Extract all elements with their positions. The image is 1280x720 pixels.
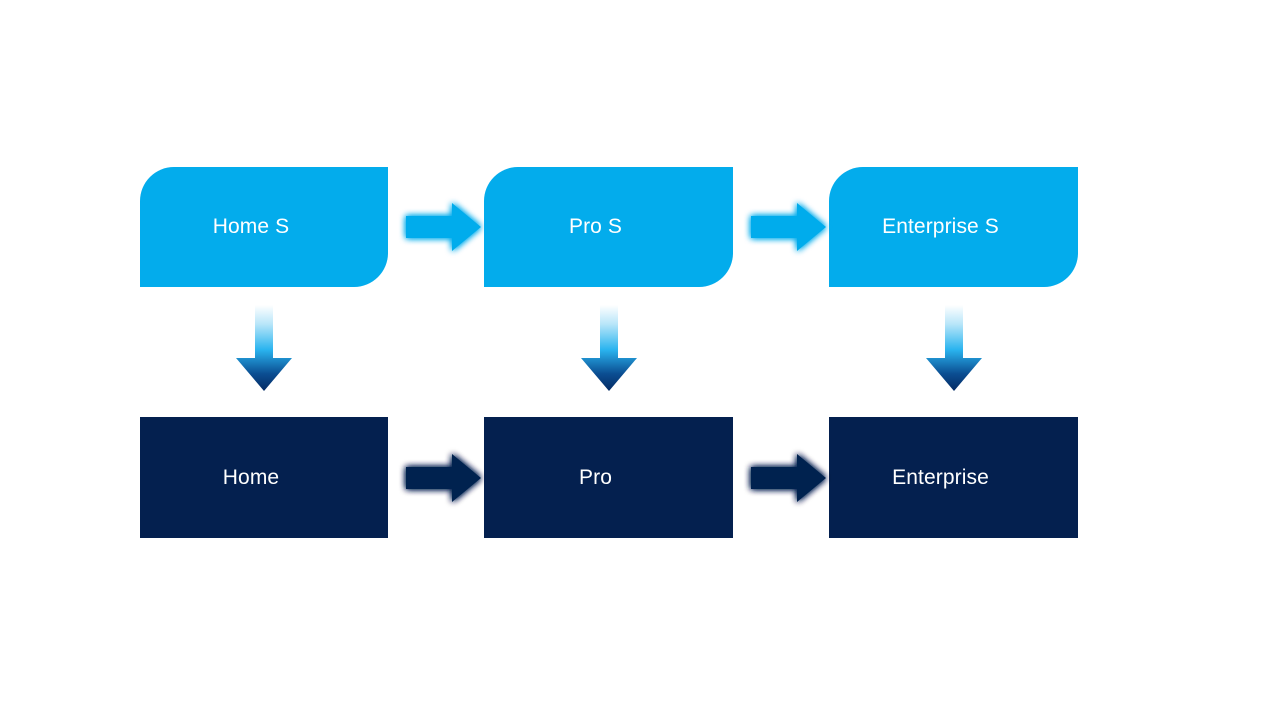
node-enterprise-s[interactable]: Enterprise S [829, 167, 1078, 287]
node-pro-s-label: Pro S [568, 215, 623, 239]
node-pro-label: Pro [579, 465, 612, 489]
arrow-down-enterprise-s-to-enterprise-icon [926, 305, 982, 391]
arrow-right-pro-to-enterprise-icon [751, 452, 826, 504]
arrow-right-home-s-to-pro-s-icon [406, 201, 481, 253]
arrow-down-home-s-to-home-icon [236, 305, 292, 391]
node-home-label: Home [222, 465, 280, 489]
arrow-right-pro-s-to-enterprise-s-icon [751, 201, 826, 253]
node-home-s[interactable]: Home S [140, 167, 388, 287]
node-enterprise-s-label: Enterprise S [882, 215, 999, 239]
node-home[interactable]: Home [140, 417, 388, 538]
node-enterprise[interactable]: Enterprise [829, 417, 1078, 538]
arrow-right-home-to-pro-icon [406, 452, 481, 504]
node-pro-s[interactable]: Pro S [484, 167, 733, 287]
arrow-down-pro-s-to-pro-icon [581, 305, 637, 391]
node-home-s-label: Home S [212, 215, 290, 239]
node-pro[interactable]: Pro [484, 417, 733, 538]
node-enterprise-label: Enterprise [892, 465, 989, 489]
